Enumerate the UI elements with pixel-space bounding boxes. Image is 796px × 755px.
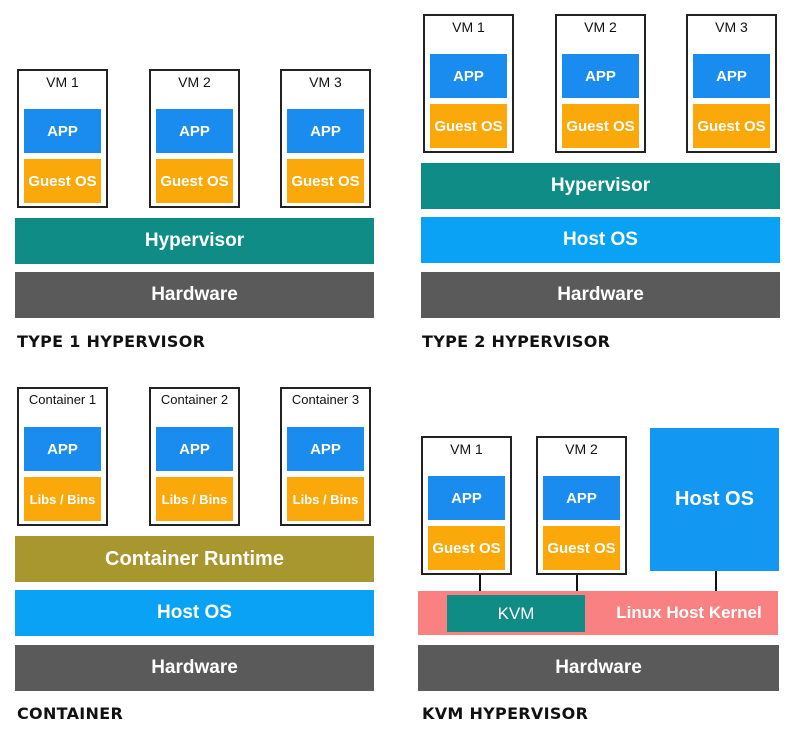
container-label: Container 1 bbox=[28, 392, 97, 407]
type1-vm-2: VM 2 APP Guest OS bbox=[149, 69, 240, 208]
app-block: APP bbox=[24, 427, 101, 471]
container-host-os-layer: Host OS bbox=[15, 590, 374, 636]
kernel-label: Linux Host Kernel bbox=[616, 603, 762, 622]
type2-hardware-layer: Hardware bbox=[421, 272, 780, 318]
container-box-3: Container 3 APP Libs / Bins bbox=[280, 387, 371, 526]
type2-vm-1: VM 1 APP Guest OS bbox=[423, 14, 514, 153]
libs-bins-block: Libs / Bins bbox=[287, 477, 364, 521]
type2-host-os-layer: Host OS bbox=[421, 217, 780, 263]
guest-os-block: Guest OS bbox=[156, 159, 233, 203]
kvm-vm-2: VM 2 APP Guest OS bbox=[536, 436, 627, 575]
vm-label: VM 2 bbox=[565, 441, 598, 457]
libs-bins-block: Libs / Bins bbox=[156, 477, 233, 521]
app-block: APP bbox=[287, 427, 364, 471]
vm-label: VM 1 bbox=[452, 19, 485, 35]
type2-vm-3: VM 3 APP Guest OS bbox=[686, 14, 777, 153]
kvm-vm-1: VM 1 APP Guest OS bbox=[421, 436, 512, 575]
kvm-hardware-layer: Hardware bbox=[418, 645, 779, 691]
vm-label: VM 3 bbox=[309, 74, 342, 90]
kvm-module: KVM bbox=[447, 595, 585, 632]
vm2-kvm-connector bbox=[576, 575, 578, 597]
vm-label: VM 1 bbox=[450, 441, 483, 457]
type2-vm-2: VM 2 APP Guest OS bbox=[555, 14, 646, 153]
vm-label: VM 3 bbox=[715, 19, 748, 35]
container-label: Container 3 bbox=[291, 392, 360, 407]
kvm-host-os-block: Host OS bbox=[650, 428, 779, 571]
vm-label: VM 2 bbox=[584, 19, 617, 35]
app-block: APP bbox=[562, 54, 639, 98]
type2-hypervisor-layer: Hypervisor bbox=[421, 163, 780, 209]
app-block: APP bbox=[156, 109, 233, 153]
guest-os-block: Guest OS bbox=[287, 159, 364, 203]
app-block: APP bbox=[287, 109, 364, 153]
container-caption: CONTAINER bbox=[17, 704, 124, 723]
guest-os-block: Guest OS bbox=[562, 104, 639, 148]
container-hardware-layer: Hardware bbox=[15, 645, 374, 691]
container-runtime-layer: Container Runtime bbox=[15, 536, 374, 582]
type1-hardware-layer: Hardware bbox=[15, 272, 374, 318]
container-box-1: Container 1 APP Libs / Bins bbox=[17, 387, 108, 526]
app-block: APP bbox=[156, 427, 233, 471]
guest-os-block: Guest OS bbox=[430, 104, 507, 148]
container-label: Container 2 bbox=[160, 392, 229, 407]
vm-label: VM 2 bbox=[178, 74, 211, 90]
container-box-2: Container 2 APP Libs / Bins bbox=[149, 387, 240, 526]
guest-os-block: Guest OS bbox=[428, 526, 505, 570]
guest-os-block: Guest OS bbox=[693, 104, 770, 148]
vm1-kvm-connector bbox=[479, 575, 481, 597]
app-block: APP bbox=[543, 476, 620, 520]
type1-vm-3: VM 3 APP Guest OS bbox=[280, 69, 371, 208]
app-block: APP bbox=[693, 54, 770, 98]
type1-caption: TYPE 1 HYPERVISOR bbox=[17, 332, 206, 351]
type1-hypervisor-layer: Hypervisor bbox=[15, 218, 374, 264]
guest-os-block: Guest OS bbox=[543, 526, 620, 570]
app-block: APP bbox=[430, 54, 507, 98]
app-block: APP bbox=[24, 109, 101, 153]
hostos-kernel-connector bbox=[715, 571, 717, 591]
vm-label: VM 1 bbox=[46, 74, 79, 90]
libs-bins-block: Libs / Bins bbox=[24, 477, 101, 521]
guest-os-block: Guest OS bbox=[24, 159, 101, 203]
type1-vm-1: VM 1 APP Guest OS bbox=[17, 69, 108, 208]
type2-caption: TYPE 2 HYPERVISOR bbox=[422, 332, 611, 351]
kvm-caption: KVM HYPERVISOR bbox=[422, 704, 589, 723]
app-block: APP bbox=[428, 476, 505, 520]
